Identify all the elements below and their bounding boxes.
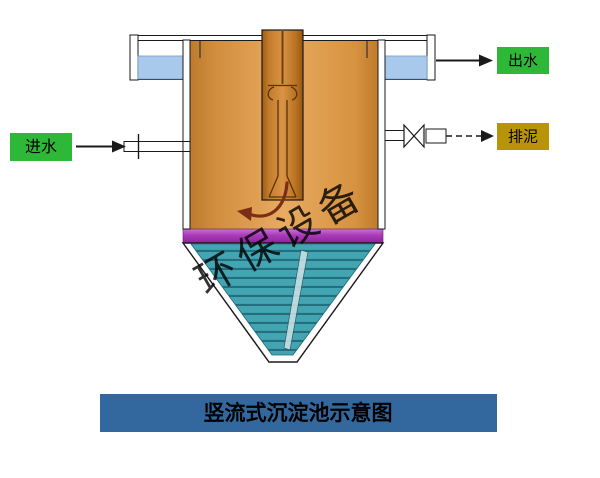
outlet-box (497, 47, 549, 74)
sludge-assembly (385, 123, 481, 149)
left-tank-wall (182, 39, 191, 230)
flow-arrow (247, 181, 289, 218)
settled-sludge (190, 243, 376, 356)
diagram-title: 竖流式沉淀池示意图 (204, 400, 393, 425)
outlet-arrowhead-icon (479, 54, 493, 67)
right-outer-wall (426, 34, 436, 81)
sludge-fitting (425, 128, 447, 144)
sludge-box (497, 123, 549, 150)
sludge-label: 排泥 (508, 128, 538, 146)
cone-suction-pipe (283, 249, 309, 351)
inlet-arrowhead-icon (112, 140, 126, 153)
outlet-label: 出水 (508, 52, 538, 70)
left-outer-wall (129, 34, 139, 81)
inlet-label: 进水 (25, 137, 57, 156)
inlet-assembly (76, 134, 190, 159)
inlet-box (10, 133, 72, 161)
left-launder-water (137, 55, 184, 80)
sludge-arrowhead-icon (481, 130, 494, 142)
reflector-device (267, 84, 298, 198)
right-launder-water (384, 55, 428, 80)
flow-arrowhead-icon (237, 207, 252, 221)
title-banner (100, 394, 497, 432)
valve-left-triangle-icon (403, 123, 415, 149)
valve-right-triangle-icon (413, 123, 425, 149)
right-tank-wall (377, 39, 386, 230)
left-hook-icon (267, 86, 275, 101)
bell-mouth (268, 175, 297, 198)
right-hook-icon (290, 86, 298, 101)
